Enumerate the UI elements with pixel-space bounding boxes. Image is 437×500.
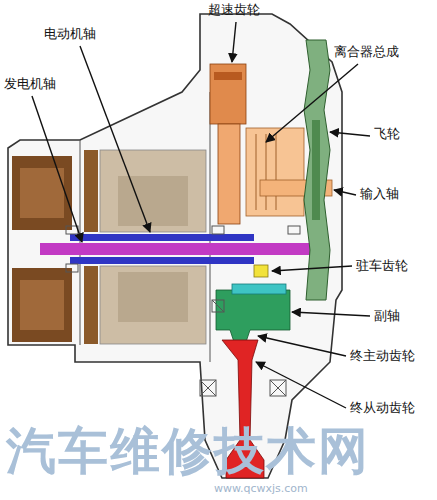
- bearings: [66, 226, 300, 396]
- watermark-url: www.qcwxjs.com: [214, 482, 308, 495]
- generator-shaft: [40, 243, 312, 255]
- leader-lines: [32, 22, 370, 408]
- overdrive-gear: [210, 64, 246, 224]
- watermark: 汽车维修技术网: [6, 424, 370, 478]
- part-label: 输入轴: [360, 186, 399, 202]
- housing: [8, 14, 342, 478]
- flywheel: [304, 40, 330, 300]
- part-label: 发电机轴: [4, 76, 56, 92]
- parking-gear: [254, 265, 268, 277]
- part-label: 超速齿轮: [208, 2, 260, 18]
- motor-shaft: [70, 234, 254, 241]
- part-label: 终从动齿轮: [350, 400, 415, 416]
- part-label: 终主动齿轮: [350, 348, 415, 364]
- part-label: 副轴: [374, 308, 400, 324]
- part-label: 飞轮: [374, 126, 400, 142]
- part-label: 离合器总成: [334, 44, 399, 60]
- countershaft: [216, 284, 290, 345]
- part-label: 驻车齿轮: [356, 258, 408, 274]
- part-label: 电动机轴: [44, 26, 96, 42]
